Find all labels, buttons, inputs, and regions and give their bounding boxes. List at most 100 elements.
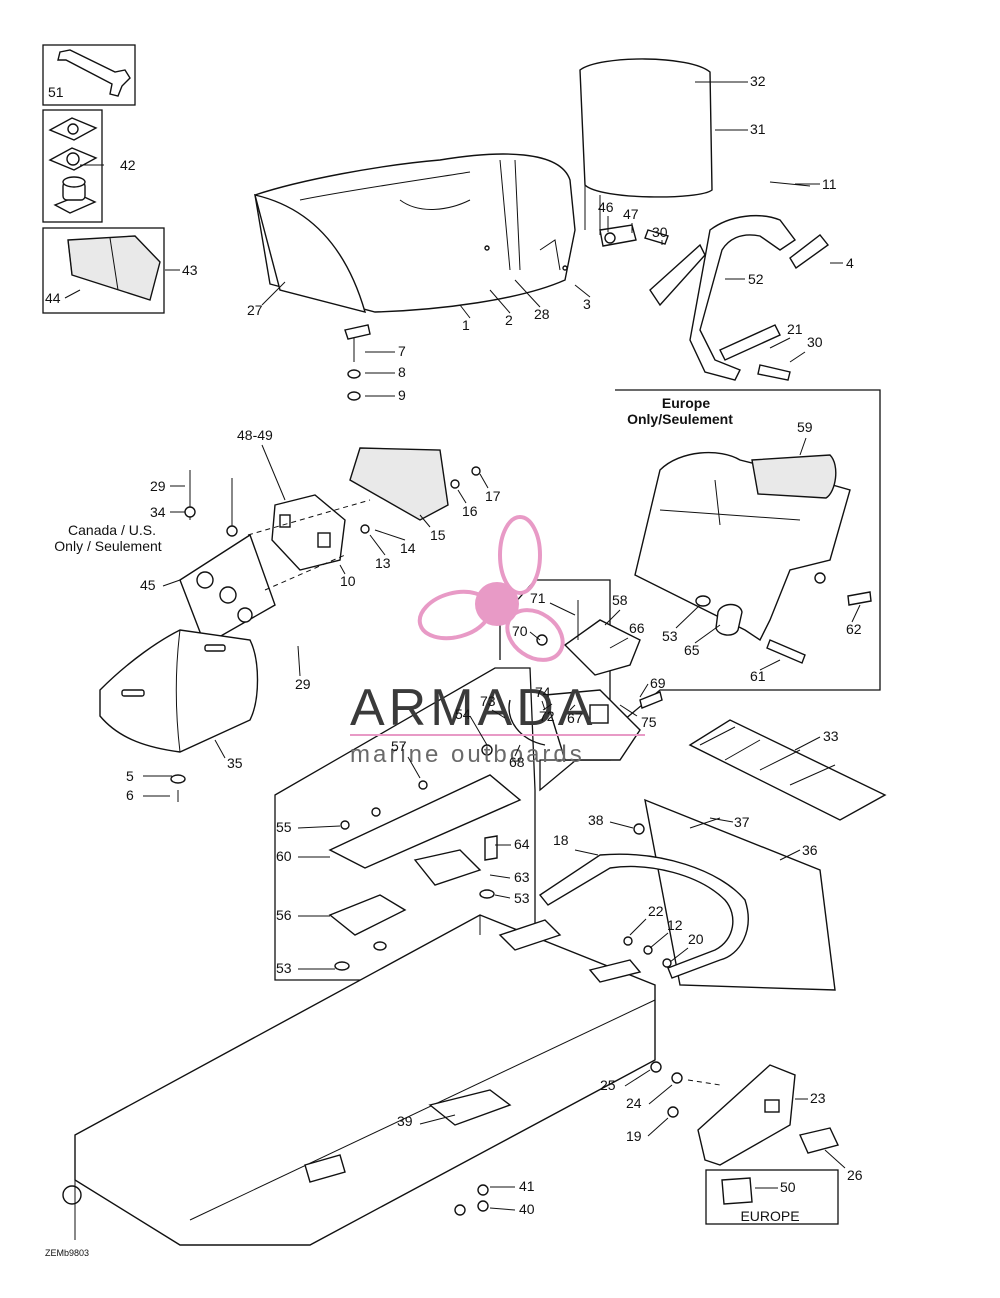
canada-us-label-line2: Only / Seulement: [54, 538, 161, 554]
callout-number: 57: [391, 738, 407, 754]
callout-number: 45: [140, 577, 156, 593]
callout-leader-line: [162, 579, 181, 587]
callout-number: 35: [227, 755, 243, 771]
callout-number: 66: [629, 620, 645, 636]
callout-number: 72: [539, 708, 555, 724]
callout-number: 53: [662, 628, 678, 644]
callout-leader-line: [514, 279, 541, 308]
callout-number: 64: [514, 836, 530, 852]
callout-leader-line: [369, 534, 386, 556]
callout-number: 36: [802, 842, 818, 858]
callout-number: 71: [530, 590, 546, 606]
callout-number: 59: [797, 419, 813, 435]
callout-number: 37: [734, 814, 750, 830]
callout-number: 29: [150, 478, 166, 494]
callout-number: 25: [600, 1077, 616, 1093]
callout-number: 62: [846, 621, 862, 637]
wrench-icon: [57, 49, 131, 97]
callout-number: 2: [505, 312, 513, 328]
callout-number: 10: [340, 573, 356, 589]
callout-leader-line: [675, 604, 701, 629]
callout-leader-line: [629, 918, 647, 936]
europe-only-label-line1: Europe: [662, 395, 710, 411]
callout-number: 7: [398, 343, 406, 359]
callout-leader-line: [709, 817, 734, 823]
callout-number: 28: [534, 306, 550, 322]
callout-leader-line: [647, 1117, 669, 1137]
diagram-code: ZEMb9803: [45, 1248, 89, 1258]
callout-number: 6: [126, 787, 134, 803]
callout-leader-line: [851, 604, 861, 623]
inset-box-pad: [42, 227, 165, 314]
footrest-33: [688, 719, 887, 821]
callout-leader-line: [339, 564, 346, 575]
callout-number: 53: [514, 890, 530, 906]
callout-leader-line: [514, 744, 521, 757]
callout-leader-line: [542, 703, 553, 711]
callout-leader-line: [491, 709, 506, 719]
callout-leader-line: [64, 289, 81, 299]
callout-leader-line: [214, 739, 226, 759]
callout-leader-line: [624, 1069, 651, 1087]
callout-leader-line: [639, 683, 649, 698]
inset-box-mount: [42, 109, 103, 223]
bracket-45: [179, 470, 371, 647]
callout-number: 39: [397, 1113, 413, 1129]
callout-number: 63: [514, 869, 530, 885]
callout-number: 48-49: [237, 427, 273, 443]
europe-only-label-line2: Only/Seulement: [627, 411, 733, 427]
callout-leader-line: [609, 821, 634, 829]
callout-number: 58: [612, 592, 628, 608]
callout-number: 41: [519, 1178, 535, 1194]
callout-leader-line: [604, 609, 621, 626]
callout-number: 65: [684, 642, 700, 658]
callout-number: 69: [650, 675, 666, 691]
backrest-assembly: [579, 58, 830, 381]
watermark-tagline: marine outboards: [350, 741, 585, 768]
callout-number: 12: [667, 917, 683, 933]
hardware-7-8-9: [344, 324, 371, 401]
callout-number: 33: [823, 728, 839, 744]
callout-number: 19: [626, 1128, 642, 1144]
callout-leader-line: [469, 715, 488, 746]
callout-number: 42: [120, 157, 136, 173]
callout-number: 31: [750, 121, 766, 137]
callout-number: 21: [787, 321, 803, 337]
callout-number: 47: [623, 206, 639, 222]
watermark-brand: ARMADA: [350, 679, 596, 737]
callout-number: 50: [780, 1179, 796, 1195]
callout-leader-line: [489, 874, 511, 879]
callout-number: 9: [398, 387, 406, 403]
callout-number: 73: [480, 693, 496, 709]
callout-number: 68: [509, 754, 525, 770]
callout-number: 17: [485, 488, 501, 504]
callout-leader-line: [769, 337, 791, 349]
callout-leader-line: [261, 444, 286, 501]
callout-number: 55: [276, 819, 292, 835]
callout-number: 18: [553, 832, 569, 848]
callout-number: 16: [462, 503, 478, 519]
callout-leader-line: [824, 1149, 846, 1169]
callout-leader-line: [794, 736, 821, 751]
callout-leader-line: [297, 645, 301, 677]
callout-number: 67: [567, 710, 583, 726]
callout-number: 40: [519, 1201, 535, 1217]
inset-box-wrench: [42, 44, 136, 106]
callout-leader-line: [569, 704, 576, 711]
callout-number: 15: [430, 527, 446, 543]
callout-leader-line: [759, 659, 781, 671]
grab-handle-18: [538, 853, 749, 979]
callout-leader-line: [694, 624, 721, 644]
center-bracket: [508, 600, 663, 761]
callout-number: 32: [750, 73, 766, 89]
callout-number: 5: [126, 768, 134, 784]
callout-number: 60: [276, 848, 292, 864]
callout-leader-line: [648, 1084, 673, 1105]
callout-leader-line: [419, 1114, 456, 1125]
callout-number: 13: [375, 555, 391, 571]
callout-leader-line: [479, 473, 489, 489]
callout-leader-line: [489, 289, 511, 314]
callout-number: 22: [648, 903, 664, 919]
callout-leader-line: [374, 529, 406, 541]
